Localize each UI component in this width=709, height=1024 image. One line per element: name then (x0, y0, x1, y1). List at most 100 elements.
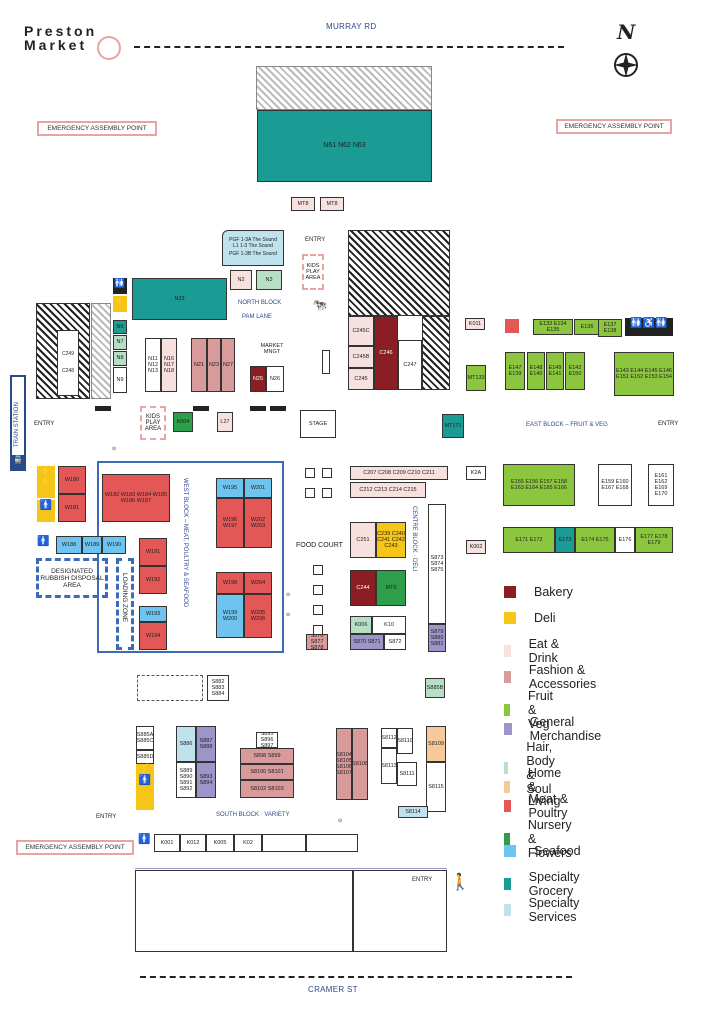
unit-e174-e175[interactable]: E174 E175 (575, 527, 615, 553)
unit-s876-s878[interactable]: S889 S890 S891 S892 (176, 762, 196, 798)
unit-s8114[interactable] (135, 870, 353, 952)
unit-l27[interactable]: L27 (217, 412, 233, 432)
unit-c218-c223[interactable]: C239 C240 C241 C242 C243 (376, 522, 406, 558)
kids-play-area-west[interactable]: KIDS PLAY AREA (140, 406, 166, 440)
unit-k2a[interactable]: K2A (466, 466, 486, 480)
unit-n21[interactable]: N21 (191, 338, 207, 392)
unit-e176[interactable]: E176 (615, 527, 635, 553)
unit-s8110[interactable]: K005 (206, 834, 234, 852)
unit-w205-w206[interactable]: W205 W206 (244, 594, 272, 638)
unit-c232-c233[interactable]: K006 (350, 616, 372, 634)
unit-mt8-b[interactable]: MT8 (320, 197, 344, 211)
unit-s8109[interactable] (262, 834, 306, 852)
unit-c245b[interactable]: C245B (348, 346, 374, 368)
unit-s8112[interactable]: K001 (154, 834, 180, 852)
unit-e177-e179[interactable]: E177 E178 E179 (635, 527, 673, 553)
unit-s8115[interactable] (306, 834, 358, 852)
unit-c245c[interactable]: C245C (348, 316, 374, 346)
unit-c212-c215[interactable]: C212 C213 C214 C215 (350, 482, 426, 498)
stage[interactable]: STAGE (300, 410, 336, 438)
unit-k002[interactable]: K002 (466, 540, 486, 554)
unit-s895-s897[interactable]: S8113 (381, 748, 397, 784)
unit-n6[interactable]: N6 (113, 320, 127, 334)
unit-s889-s892[interactable]: S8108 (352, 728, 368, 800)
unit-s887-s888[interactable]: S8104 S8105 S8106 S8107 (336, 728, 352, 800)
unit-s885d[interactable]: S8100 S8101 (240, 764, 294, 780)
kids-play-area-north[interactable]: KIDS PLAY AREA (302, 254, 324, 290)
kiosk-k005[interactable]: ⊙ (338, 818, 343, 824)
unit-k004[interactable]: K004 (173, 412, 193, 432)
unit-n11-n13[interactable]: N11 N12 N13 (145, 338, 161, 392)
unit-n7[interactable]: N7 (113, 335, 127, 350)
unit-e142-e150[interactable]: E142 E150 (565, 352, 585, 390)
unit-w204[interactable]: W204 (244, 572, 272, 594)
unit-pgf[interactable]: PGF 1-3A The Sound L1 1-3 The Sound PGF … (222, 230, 284, 266)
unit-w202-w203[interactable]: W202 W203 (244, 498, 272, 548)
unit-e161-e170[interactable]: E161 E162 E169 E170 (648, 464, 674, 506)
unit-e143-e154[interactable]: E143 E144 E145 E146 E151 E152 E153 E154 (614, 352, 674, 396)
unit-s873-s875[interactable]: S886 (176, 726, 196, 762)
unit-k011[interactable]: K011 (465, 318, 485, 330)
unit-c236-c237[interactable]: S870 S871 (350, 634, 384, 650)
unit-w193[interactable]: W193 (139, 606, 167, 622)
kiosk-k001[interactable]: ⊙ (286, 612, 291, 618)
unit-n61-n63[interactable]: N61 N62 N63 (257, 110, 432, 182)
unit-s879-s881[interactable]: S887 S888 (196, 726, 216, 762)
unit-e133-e135[interactable]: E133 E134 E135 (533, 319, 573, 335)
unit-s8113[interactable]: K012 (180, 834, 206, 852)
unit-n16-n18[interactable]: N16 N17 N18 (161, 338, 177, 392)
unit-c234-c235[interactable]: K10 (372, 616, 406, 634)
unit-c239-c243[interactable]: S873 S874 S875 (428, 504, 446, 624)
unit-mt171[interactable]: MT171 (442, 414, 464, 438)
unit-s872[interactable]: S885D (136, 750, 154, 764)
unit-s885a-s885c[interactable]: S898 S899 (240, 748, 294, 764)
unit-s882-s884[interactable]: S893 S894 (196, 762, 216, 798)
unit-n25[interactable]: N25 (250, 366, 266, 392)
unit-e148-e140[interactable]: E148 E140 (527, 352, 545, 390)
unit-mt8-a[interactable]: MT8 (291, 197, 315, 211)
unit-c226-c231[interactable]: MT6 (376, 570, 406, 606)
unit-w195[interactable]: W195 (216, 478, 244, 498)
unit-s885b[interactable]: S895 S896 S897 (256, 732, 278, 748)
unit-e171-e172[interactable]: E171 E172 (503, 527, 555, 553)
unit-w188[interactable]: W188 (56, 536, 82, 554)
unit-w201[interactable]: W201 (244, 478, 272, 498)
unit-c244[interactable]: S879 S880 S881 (428, 624, 446, 652)
unit-s8104-s8107[interactable]: S8115 (426, 762, 446, 812)
unit-c251[interactable]: S872 (384, 634, 406, 650)
unit-e136[interactable]: E136 (574, 319, 600, 335)
unit-c245[interactable]: C245 (348, 368, 374, 390)
unit-w189[interactable]: W189 (82, 536, 102, 554)
unit-e137-e138[interactable]: E137 E138 (598, 319, 622, 337)
unit-n9[interactable]: N9 (113, 367, 127, 393)
unit-c207-c211[interactable]: C207 C208 C209 C210 C211 (350, 466, 448, 480)
unit-c216-c221[interactable]: C251 (350, 522, 376, 558)
unit-n3[interactable]: N3 (256, 270, 282, 290)
unit-s870-s871[interactable]: S885A S885C (136, 726, 154, 750)
unit-w198[interactable]: W198 (216, 572, 244, 594)
unit-w199-w200[interactable]: W199 W200 (216, 594, 244, 638)
unit-w191[interactable]: W191 (139, 538, 167, 566)
unit-e159-e168[interactable]: E159 E160 E167 E168 (598, 464, 632, 506)
unit-w194[interactable]: W194 (139, 622, 167, 650)
unit-e155-e166[interactable]: E155 E156 E157 E158 E163 E164 E165 E166 (503, 464, 575, 506)
unit-s898-s899[interactable]: S8110 (397, 728, 413, 754)
unit-n23[interactable]: N23 (207, 338, 221, 392)
unit-c247[interactable]: C247 (398, 340, 422, 390)
kiosk-k012[interactable]: ⊙ (286, 592, 291, 598)
unit-w196-w197[interactable]: W196 W197 (216, 498, 244, 548)
unit-n33[interactable]: N33 (132, 278, 227, 320)
unit-c224-c230[interactable]: C244 (350, 570, 376, 606)
unit-s8108[interactable]: S8114 (398, 806, 428, 818)
unit-n8[interactable]: N8 (113, 351, 127, 366)
unit-w181[interactable]: W181 (58, 494, 86, 522)
unit-s893-s894[interactable]: S8112 (381, 728, 397, 748)
unit-k10[interactable]: S885B (425, 678, 445, 698)
unit-s8111[interactable]: K02 (234, 834, 262, 852)
unit-s886[interactable]: S8102 S8103 (240, 780, 294, 798)
unit-c246[interactable]: C246 (374, 316, 398, 390)
unit-w190[interactable]: W190 (102, 536, 126, 554)
unit-e173[interactable]: E173 (555, 527, 575, 553)
unit-mt133[interactable]: MT133 (466, 365, 486, 391)
